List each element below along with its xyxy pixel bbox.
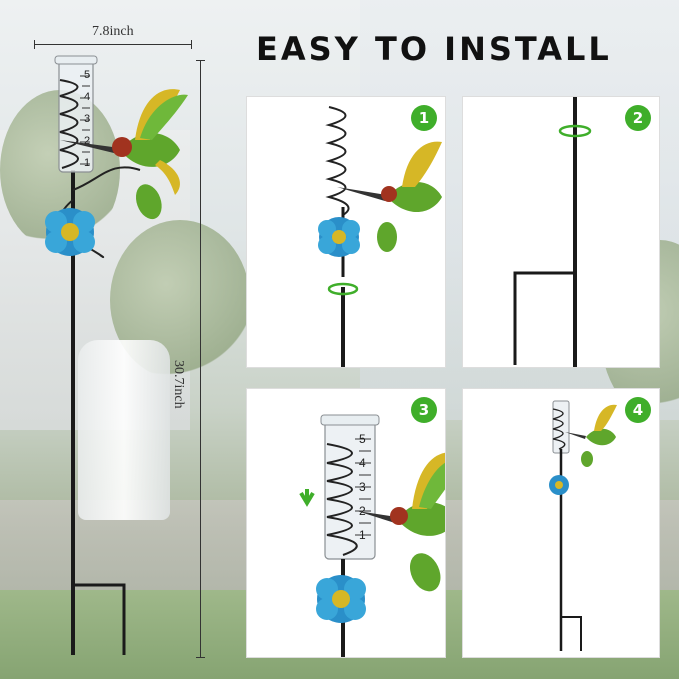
step-3-gauge-mark-4: 4: [359, 456, 366, 470]
step-3-panel: 5 4 3 2 1 3: [246, 388, 446, 658]
gauge-mark-1: 1: [84, 157, 90, 169]
gauge-mark-5: 5: [84, 69, 90, 81]
step-1-badge: 1: [411, 105, 437, 131]
step-3-gauge-mark-2: 2: [359, 504, 366, 518]
height-dimension-line: [196, 60, 205, 658]
headline-title: EASY TO INSTALL: [256, 30, 612, 68]
step-2-illustration: [513, 97, 592, 367]
step-4-illustration: [549, 400, 617, 651]
width-dimension-line: [34, 40, 192, 49]
gauge-mark-4: 4: [84, 91, 90, 103]
step-4-panel: 4: [462, 388, 660, 658]
step-3-gauge-mark-1: 1: [359, 528, 366, 542]
step-1-panel: 1: [246, 96, 446, 368]
background-planter: [78, 340, 170, 520]
step-1-illustration: [318, 106, 442, 367]
step-3-gauge-mark-5: 5: [359, 432, 366, 446]
step-3-gauge-mark-3: 3: [359, 480, 366, 494]
step-2-badge: 2: [625, 105, 651, 131]
step-3-illustration: 5 4 3 2 1: [299, 414, 445, 657]
gauge-mark-3: 3: [84, 113, 90, 125]
step-3-badge: 3: [411, 397, 437, 423]
step-2-panel: 2: [462, 96, 660, 368]
width-dimension-label: 7.8inch: [92, 24, 134, 39]
gauge-mark-2: 2: [84, 135, 90, 147]
step-4-badge: 4: [625, 397, 651, 423]
